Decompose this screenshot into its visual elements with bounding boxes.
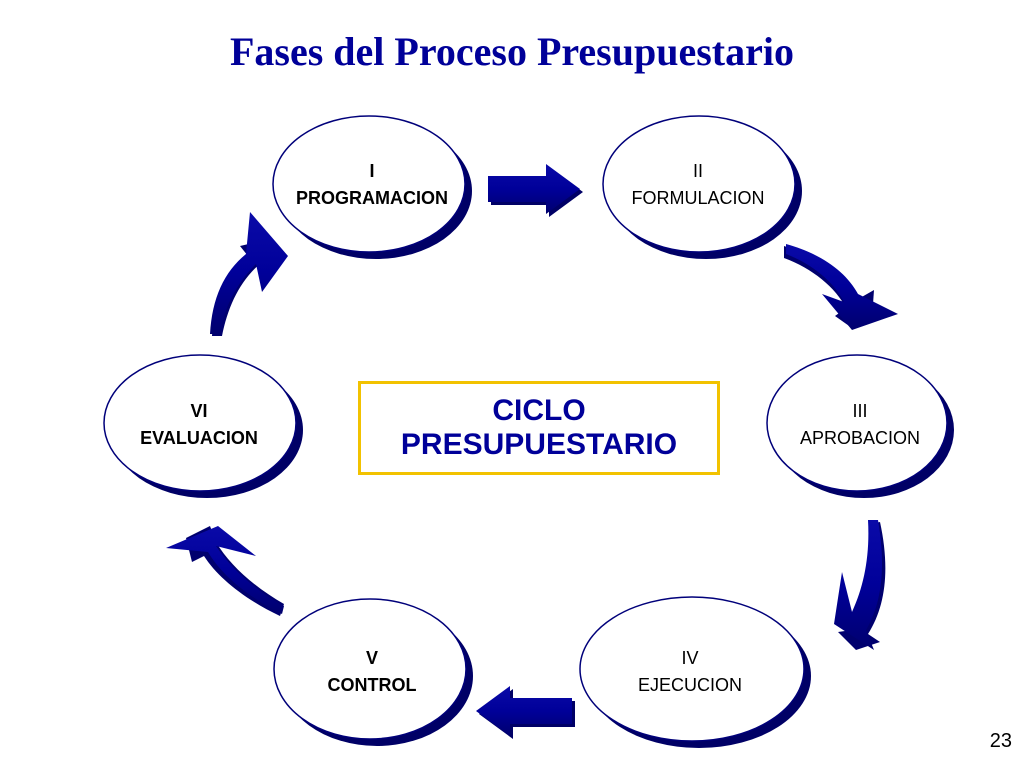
phase-label: EVALUACION — [140, 428, 258, 448]
phase-node-control: V CONTROL — [273, 598, 473, 746]
phase-label: FORMULACION — [631, 188, 764, 208]
slide-title: Fases del Proceso Presupuestario — [229, 29, 794, 74]
arrow-control-to-evaluacion — [166, 526, 284, 616]
node-ellipse — [103, 354, 297, 492]
phase-node-aprobacion: III APROBACION — [766, 354, 954, 498]
phase-numeral: III — [852, 401, 867, 421]
phase-node-formulacion: II FORMULACION — [602, 115, 802, 259]
arrow-aprobacion-to-ejecucion — [834, 520, 886, 650]
arrow-formulacion-to-aprobacion — [784, 244, 898, 330]
phase-label: EJECUCION — [638, 675, 742, 695]
arrow-programacion-to-formulacion — [488, 164, 583, 217]
arrow-evaluacion-to-programacion — [210, 212, 288, 336]
center-label-box: CICLO PRESUPUESTARIO — [358, 381, 720, 475]
phase-numeral: V — [366, 648, 378, 668]
phase-numeral: IV — [681, 648, 698, 668]
center-label-line1: CICLO — [492, 394, 586, 427]
page-number: 23 — [989, 730, 1012, 752]
phase-node-ejecucion: IV EJECUCION — [579, 596, 811, 748]
phase-node-evaluacion: VI EVALUACION — [103, 354, 303, 498]
phase-label: CONTROL — [328, 675, 417, 695]
phase-node-programacion: I PROGRAMACION — [272, 115, 472, 259]
center-label-line2: PRESUPUESTARIO — [400, 428, 678, 461]
phase-numeral: VI — [190, 401, 207, 421]
arrow-ejecucion-to-control — [476, 686, 575, 739]
node-ellipse — [602, 115, 796, 253]
node-ellipse — [273, 598, 467, 740]
phase-label: PROGRAMACION — [296, 188, 448, 208]
node-ellipse — [579, 596, 805, 742]
phase-numeral: II — [693, 161, 703, 181]
node-ellipse — [272, 115, 466, 253]
phase-numeral: I — [369, 161, 374, 181]
phase-label: APROBACION — [800, 428, 920, 448]
node-ellipse — [766, 354, 948, 492]
